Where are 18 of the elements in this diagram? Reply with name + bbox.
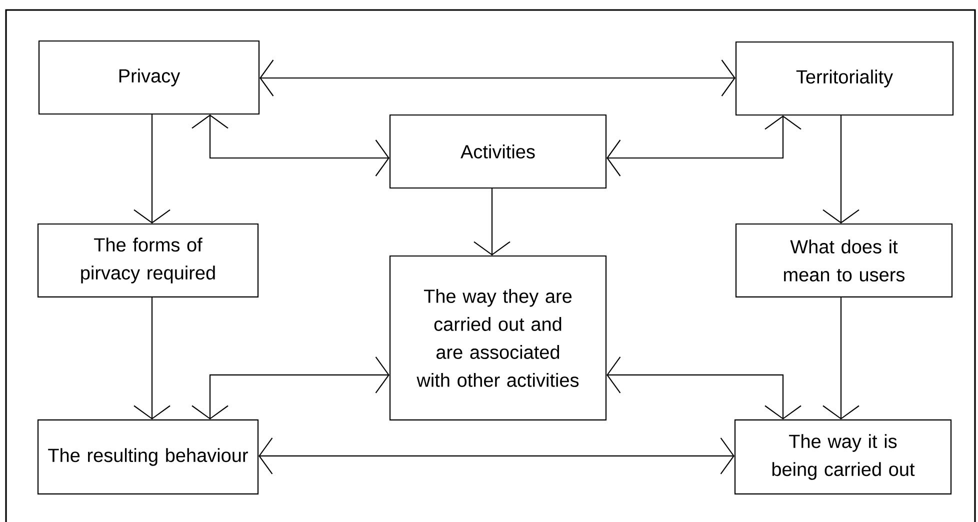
arrow: [822, 298, 860, 420]
concept-box: The resulting behaviour: [37, 419, 259, 495]
arrow: [606, 356, 802, 420]
arrow: [258, 438, 734, 474]
arrow: [192, 114, 390, 176]
concept-box: What does it mean to users: [735, 223, 953, 298]
arrow: [822, 116, 860, 224]
arrow: [134, 114, 170, 224]
concept-box: Privacy: [38, 40, 260, 115]
arrow: [260, 60, 736, 96]
arrow: [606, 116, 802, 176]
concept-box: The way they are carried out and are associated with other activities: [389, 255, 607, 421]
concept-box: The way it is being carried out: [734, 419, 952, 495]
concept-box: Territoriality: [735, 41, 954, 116]
concept-box: The forms of pirvacy required: [37, 223, 259, 298]
arrow: [192, 356, 390, 420]
concept-box: Activities: [389, 114, 607, 189]
arrow: [134, 298, 170, 420]
